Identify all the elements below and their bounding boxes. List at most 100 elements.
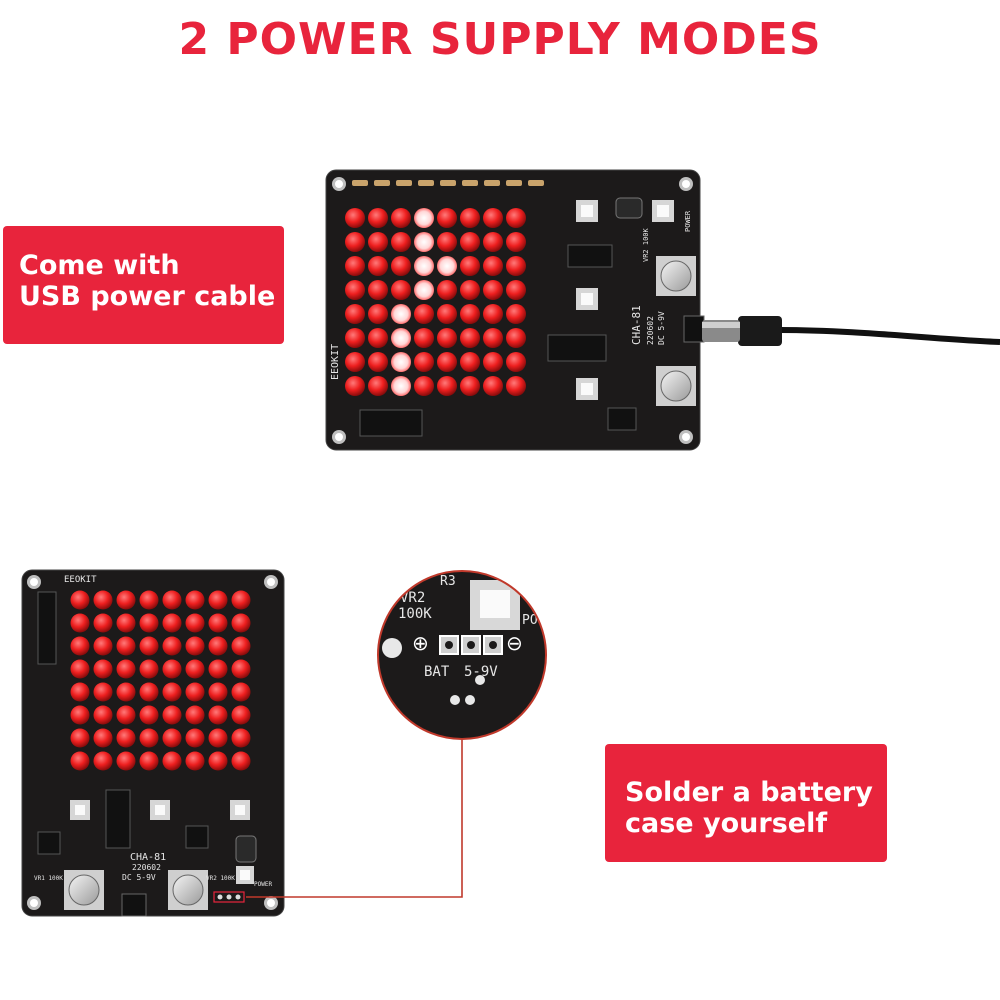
resistor: [506, 180, 522, 186]
led: [116, 728, 136, 748]
usb-callout: Come with USB power cable: [3, 226, 284, 344]
led-lit: [414, 280, 434, 300]
led: [391, 232, 411, 252]
led: [116, 613, 136, 633]
resistor: [396, 180, 412, 186]
led: [368, 352, 388, 372]
bottom-date-label: 220602: [132, 863, 161, 872]
led-lit: [391, 328, 411, 348]
led: [70, 705, 90, 725]
led: [139, 636, 159, 656]
led: [93, 705, 113, 725]
led: [231, 590, 251, 610]
zoom-vr-label: VR2: [400, 590, 425, 606]
led: [231, 613, 251, 633]
led: [93, 636, 113, 656]
led: [185, 659, 205, 679]
potentiometer-knob: [64, 870, 208, 910]
led: [506, 352, 526, 372]
led: [437, 208, 457, 228]
zoom-minus-symbol: ⊖: [506, 631, 523, 655]
led: [70, 728, 90, 748]
led: [208, 705, 228, 725]
led: [162, 590, 182, 610]
bottom-vr2-label: VR2 100K: [206, 875, 235, 882]
led: [345, 328, 365, 348]
led: [483, 376, 503, 396]
top-model-label: CHA-81: [630, 305, 643, 345]
usb-callout-line2: USB power cable: [19, 281, 276, 312]
led: [345, 376, 365, 396]
led: [162, 613, 182, 633]
led: [345, 256, 365, 276]
led: [70, 751, 90, 771]
resistor: [528, 180, 544, 186]
led: [208, 659, 228, 679]
led: [391, 280, 411, 300]
zoom-vr-value: 100K: [398, 606, 432, 622]
top-pcb-board: EEOKIT CHA-81 220602 DC 5-9V POWER VR2 1…: [325, 169, 705, 451]
ic-chip: [547, 334, 607, 362]
usb-power-cable: [702, 316, 1000, 346]
led: [437, 352, 457, 372]
led: [116, 751, 136, 771]
battery-callout: Solder a battery case yourself: [605, 744, 887, 862]
mounting-holes: [332, 177, 693, 444]
led: [139, 682, 159, 702]
led: [116, 636, 136, 656]
led: [208, 636, 228, 656]
led: [391, 208, 411, 228]
tactile-switch: [70, 800, 254, 884]
top-resistor-row: [352, 180, 544, 186]
led: [93, 682, 113, 702]
led: [162, 636, 182, 656]
led: [483, 328, 503, 348]
led: [345, 352, 365, 372]
led-lit: [391, 352, 411, 372]
led: [139, 590, 159, 610]
led: [460, 352, 480, 372]
led-lit: [414, 208, 434, 228]
tactile-switch: [576, 200, 674, 400]
ic-chip: [567, 244, 613, 268]
led: [162, 659, 182, 679]
led: [231, 659, 251, 679]
top-led-matrix: [345, 208, 526, 396]
zoom-volt-label: 5-9V: [464, 664, 498, 680]
led: [368, 256, 388, 276]
electrolytic-capacitor: [235, 835, 257, 863]
led: [368, 328, 388, 348]
led: [208, 613, 228, 633]
led: [70, 636, 90, 656]
led-lit: [391, 304, 411, 324]
led: [116, 682, 136, 702]
led-lit: [437, 256, 457, 276]
led: [70, 659, 90, 679]
top-dc-label: DC 5-9V: [657, 311, 666, 345]
led: [506, 328, 526, 348]
dc-jack: [121, 893, 147, 917]
led: [391, 256, 411, 276]
bottom-brand-label: EEOKIT: [64, 575, 97, 585]
resistor: [440, 180, 456, 186]
led: [208, 590, 228, 610]
led: [506, 280, 526, 300]
potentiometer-knob: [656, 256, 696, 406]
led: [483, 304, 503, 324]
led: [460, 376, 480, 396]
led: [483, 232, 503, 252]
led: [460, 328, 480, 348]
ic-chip: [359, 409, 423, 437]
led: [368, 304, 388, 324]
resistor: [484, 180, 500, 186]
led: [414, 328, 434, 348]
ic-chip: [37, 591, 57, 665]
led: [345, 280, 365, 300]
led: [70, 682, 90, 702]
led: [506, 304, 526, 324]
led: [460, 280, 480, 300]
usb-callout-line1: Come with: [19, 250, 180, 281]
led: [437, 328, 457, 348]
led: [93, 590, 113, 610]
led: [185, 636, 205, 656]
